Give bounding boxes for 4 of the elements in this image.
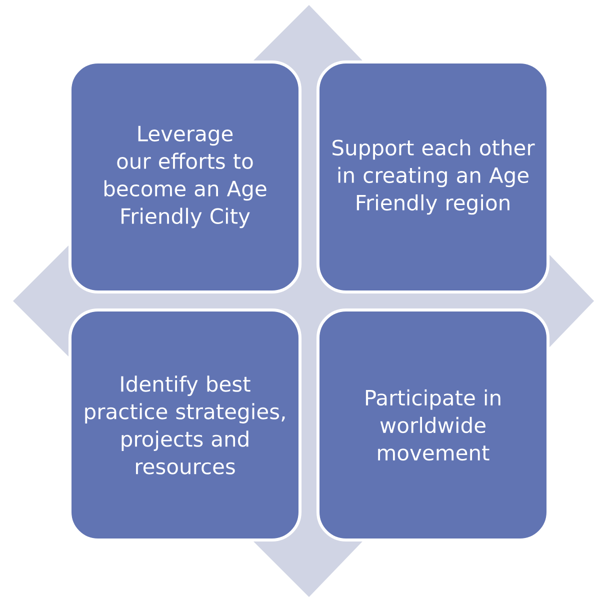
rounded-box: Support each other in creating an Age Friendly region: [316, 60, 550, 294]
rounded-box: Leverage our efforts to become an Age Friendly City: [68, 60, 302, 294]
rounded-box: Participate in worldwide movement: [316, 308, 550, 542]
rounded-box: Identify best practice strategies, projects and resources: [68, 308, 302, 542]
